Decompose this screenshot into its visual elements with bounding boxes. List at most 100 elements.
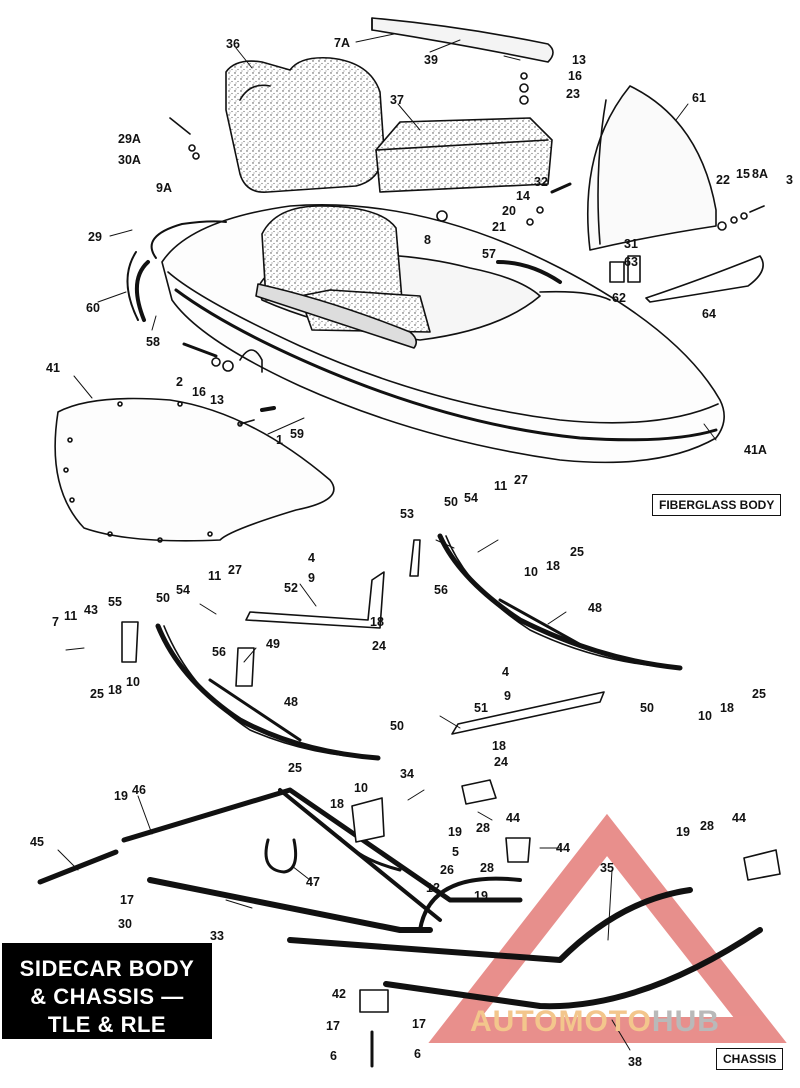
backrest-cushion-36	[225, 56, 385, 193]
title-line-2: & CHASSIS —	[30, 984, 184, 1009]
callout-57: 57	[482, 247, 496, 261]
watermark-wordmark: AUTOMOTOHUB	[470, 1005, 720, 1039]
callout-44-c: 44	[732, 811, 746, 825]
callout-numbers: 7A 39 36 13 16 23 37 61 29A 30A 9A 32 14…	[30, 36, 793, 1069]
callout-36: 36	[226, 37, 240, 51]
callout-41a: 41A	[744, 443, 767, 457]
bracket-62-63	[609, 255, 641, 283]
callout-19-c: 19	[474, 889, 488, 903]
callout-56-a: 56	[434, 583, 448, 597]
callout-2: 2	[176, 375, 183, 389]
windshield-stay-64	[645, 255, 764, 303]
callout-44-b: 44	[556, 841, 570, 855]
callout-9-c: 9	[504, 689, 511, 703]
callout-12: 12	[426, 881, 440, 895]
callout-20: 20	[502, 204, 516, 218]
shackle-55	[121, 621, 139, 663]
diagram-title-block: SIDECAR BODY & CHASSIS — TLE & RLE	[2, 943, 212, 1039]
callout-30: 30	[118, 917, 132, 931]
callout-50-d: 50	[390, 719, 404, 733]
callout-48-a: 48	[588, 601, 602, 615]
callout-62: 62	[612, 291, 626, 305]
callout-18-e: 18	[492, 739, 506, 753]
callout-47: 47	[306, 875, 320, 889]
chassis-frame-33	[121, 787, 523, 933]
callout-19-b: 19	[448, 825, 462, 839]
seat-cushion-37	[375, 117, 553, 193]
spring-hanger-51	[451, 691, 605, 735]
callout-28-c: 28	[700, 819, 714, 833]
fiberglass-body-label: FIBERGLASS BODY	[652, 494, 782, 516]
clamp-47	[264, 838, 298, 874]
callout-11-c: 11	[64, 609, 77, 623]
callout-56-b: 56	[212, 645, 226, 659]
callout-39: 39	[424, 53, 438, 67]
callout-17-c: 17	[412, 1017, 426, 1031]
chassis-label: CHASSIS	[716, 1048, 784, 1070]
title-line-1: SIDECAR BODY	[19, 956, 195, 981]
upper-fasteners	[169, 72, 765, 425]
sidecar-body-shell	[161, 203, 725, 464]
callout-28-a: 28	[476, 821, 490, 835]
callout-14: 14	[516, 189, 530, 203]
bracket-49	[235, 647, 255, 687]
callout-10-d: 10	[354, 781, 368, 795]
callout-51: 51	[474, 701, 488, 715]
callout-46: 46	[132, 783, 146, 797]
callout-15: 15	[736, 167, 750, 181]
callout-50-c: 50	[640, 701, 654, 715]
callout-13-b: 13	[210, 393, 224, 407]
callout-29: 29	[88, 230, 102, 244]
axle-45	[37, 849, 119, 885]
callout-43: 43	[84, 603, 98, 617]
callout-24-a: 24	[372, 639, 386, 653]
callout-61: 61	[692, 91, 706, 105]
tonneau-cover-41	[54, 397, 335, 543]
callout-27-b: 27	[228, 563, 242, 577]
callout-11-b: 11	[208, 569, 221, 583]
callout-6-a: 6	[330, 1049, 337, 1063]
callout-54-b: 54	[176, 583, 190, 597]
callout-19-d: 19	[676, 825, 690, 839]
callout-26: 26	[440, 863, 454, 877]
mount-block-34	[351, 797, 385, 843]
callout-24-b: 24	[494, 755, 508, 769]
callout-50-b: 50	[156, 591, 170, 605]
callout-50-a: 50	[444, 495, 458, 509]
callout-48-b: 48	[284, 695, 298, 709]
callout-52: 52	[284, 581, 298, 595]
callout-25-d: 25	[288, 761, 302, 775]
ball-joints-44	[461, 779, 781, 881]
callout-8: 8	[424, 233, 431, 247]
callout-44-a: 44	[506, 811, 520, 825]
callout-54-a: 54	[464, 491, 478, 505]
callout-38: 38	[628, 1055, 642, 1069]
trim-strips-58-60	[126, 220, 227, 322]
callout-10-c: 10	[698, 709, 712, 723]
callout-19-a: 19	[114, 789, 128, 803]
callout-59: 59	[290, 427, 304, 441]
watermark-part-a: AUTOMOTO	[470, 1005, 652, 1038]
callout-10-b: 10	[126, 675, 140, 689]
callout-34: 34	[400, 767, 414, 781]
callout-18-b: 18	[370, 615, 384, 629]
callout-18-c: 18	[108, 683, 122, 697]
leaf-spring-48-left	[155, 623, 381, 761]
callout-4-a: 4	[308, 551, 315, 565]
callout-55: 55	[108, 595, 122, 609]
callout-63: 63	[624, 255, 638, 269]
callout-7: 7	[52, 615, 59, 629]
spring-hanger-52	[245, 571, 385, 629]
callout-21: 21	[492, 220, 506, 234]
shackle-53	[409, 539, 421, 577]
callout-17-a: 17	[120, 893, 134, 907]
callout-25-c: 25	[752, 687, 766, 701]
callout-17-b: 17	[326, 1019, 340, 1033]
callout-6-b: 6	[414, 1047, 421, 1061]
clamp-42	[359, 989, 389, 1013]
callout-49: 49	[266, 637, 280, 651]
callout-41: 41	[46, 361, 60, 375]
mounting-tube-38	[383, 927, 763, 1010]
callout-27-a: 27	[514, 473, 528, 487]
